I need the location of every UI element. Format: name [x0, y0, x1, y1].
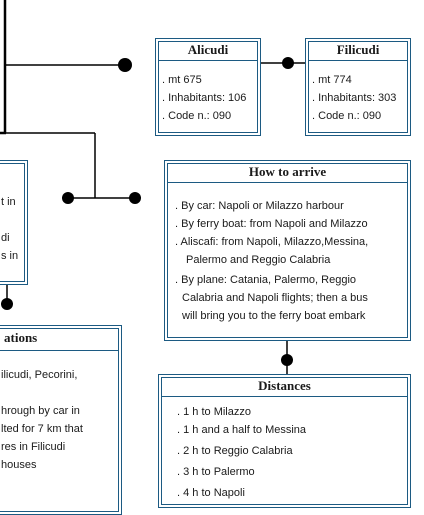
arrive-by-car: . By car: Napoli or Milazzo harbour: [175, 200, 344, 212]
distances-connector-dot: [281, 354, 293, 366]
distance-palermo: . 3 h to Palermo: [177, 466, 255, 478]
filicudi-box: Filicudi . mt 774 . Inhabitants: 303 . C…: [305, 38, 411, 136]
alicudi-title: Alicudi: [159, 39, 257, 61]
arrive-aliscafi: . Aliscafi: from Napoli, Milazzo,Messina…: [175, 236, 369, 248]
locations-title: ations: [0, 326, 118, 351]
locations-line-2: hrough by car in: [1, 405, 80, 417]
alicudi-altitude: . mt 675: [162, 74, 202, 86]
locations-line-3: lted for 7 km that: [1, 423, 83, 435]
distance-napoli: . 4 h to Napoli: [177, 487, 245, 499]
arrive-by-ferry: . By ferry boat: from Napoli and Milazzo: [175, 218, 368, 230]
arrive-by-plane-cont2: will bring you to the ferry boat embark: [182, 310, 366, 322]
filicudi-altitude: . mt 774: [312, 74, 352, 86]
arrive-by-plane-cont1: Calabria and Napoli flights; then a bus: [182, 292, 368, 304]
distance-reggio: . 2 h to Reggio Calabria: [177, 445, 293, 457]
left-fragment-line-2: di: [1, 232, 10, 244]
alicudi-inhabitants: . Inhabitants: 106: [162, 92, 247, 104]
locations-fragment-box: ations ilicudi, Pecorini, hrough by car …: [0, 325, 122, 515]
alicudi-code: . Code n.: 090: [162, 110, 232, 122]
locations-line-4: res in Filicudi: [1, 441, 66, 453]
distance-milazzo: . 1 h to Milazzo: [177, 406, 251, 418]
filicudi-title: Filicudi: [309, 39, 407, 61]
locations-connector-dot: [1, 298, 13, 310]
locations-line-1: ilicudi, Pecorini,: [1, 369, 78, 381]
alicudi-box: Alicudi . mt 675 . Inhabitants: 106 . Co…: [155, 38, 261, 136]
how-to-arrive-box: How to arrive . By car: Napoli or Milazz…: [164, 160, 411, 341]
arrive-aliscafi-cont: Palermo and Reggio Calabria: [186, 254, 331, 266]
left-connector-dot: [62, 192, 74, 204]
filicudi-code: . Code n.: 090: [312, 110, 382, 122]
left-fragment-line-3: s in: [1, 250, 19, 262]
arrive-by-plane: . By plane: Catania, Palermo, Reggio: [175, 274, 357, 286]
alicudi-connector-dot: [118, 58, 132, 72]
left-fragment-line-1: t in: [1, 196, 16, 208]
distances-title: Distances: [162, 375, 407, 397]
distances-box: Distances . 1 h to Milazzo . 1 h and a h…: [158, 374, 411, 508]
left-fragment-box: t in di s in: [0, 160, 28, 285]
arrive-connector-dot: [129, 192, 141, 204]
distance-messina: . 1 h and a half to Messina: [177, 424, 307, 436]
filicudi-connector-dot: [282, 57, 294, 69]
how-to-arrive-title: How to arrive: [168, 161, 407, 183]
locations-line-5: houses: [1, 459, 37, 471]
filicudi-inhabitants: . Inhabitants: 303: [312, 92, 397, 104]
